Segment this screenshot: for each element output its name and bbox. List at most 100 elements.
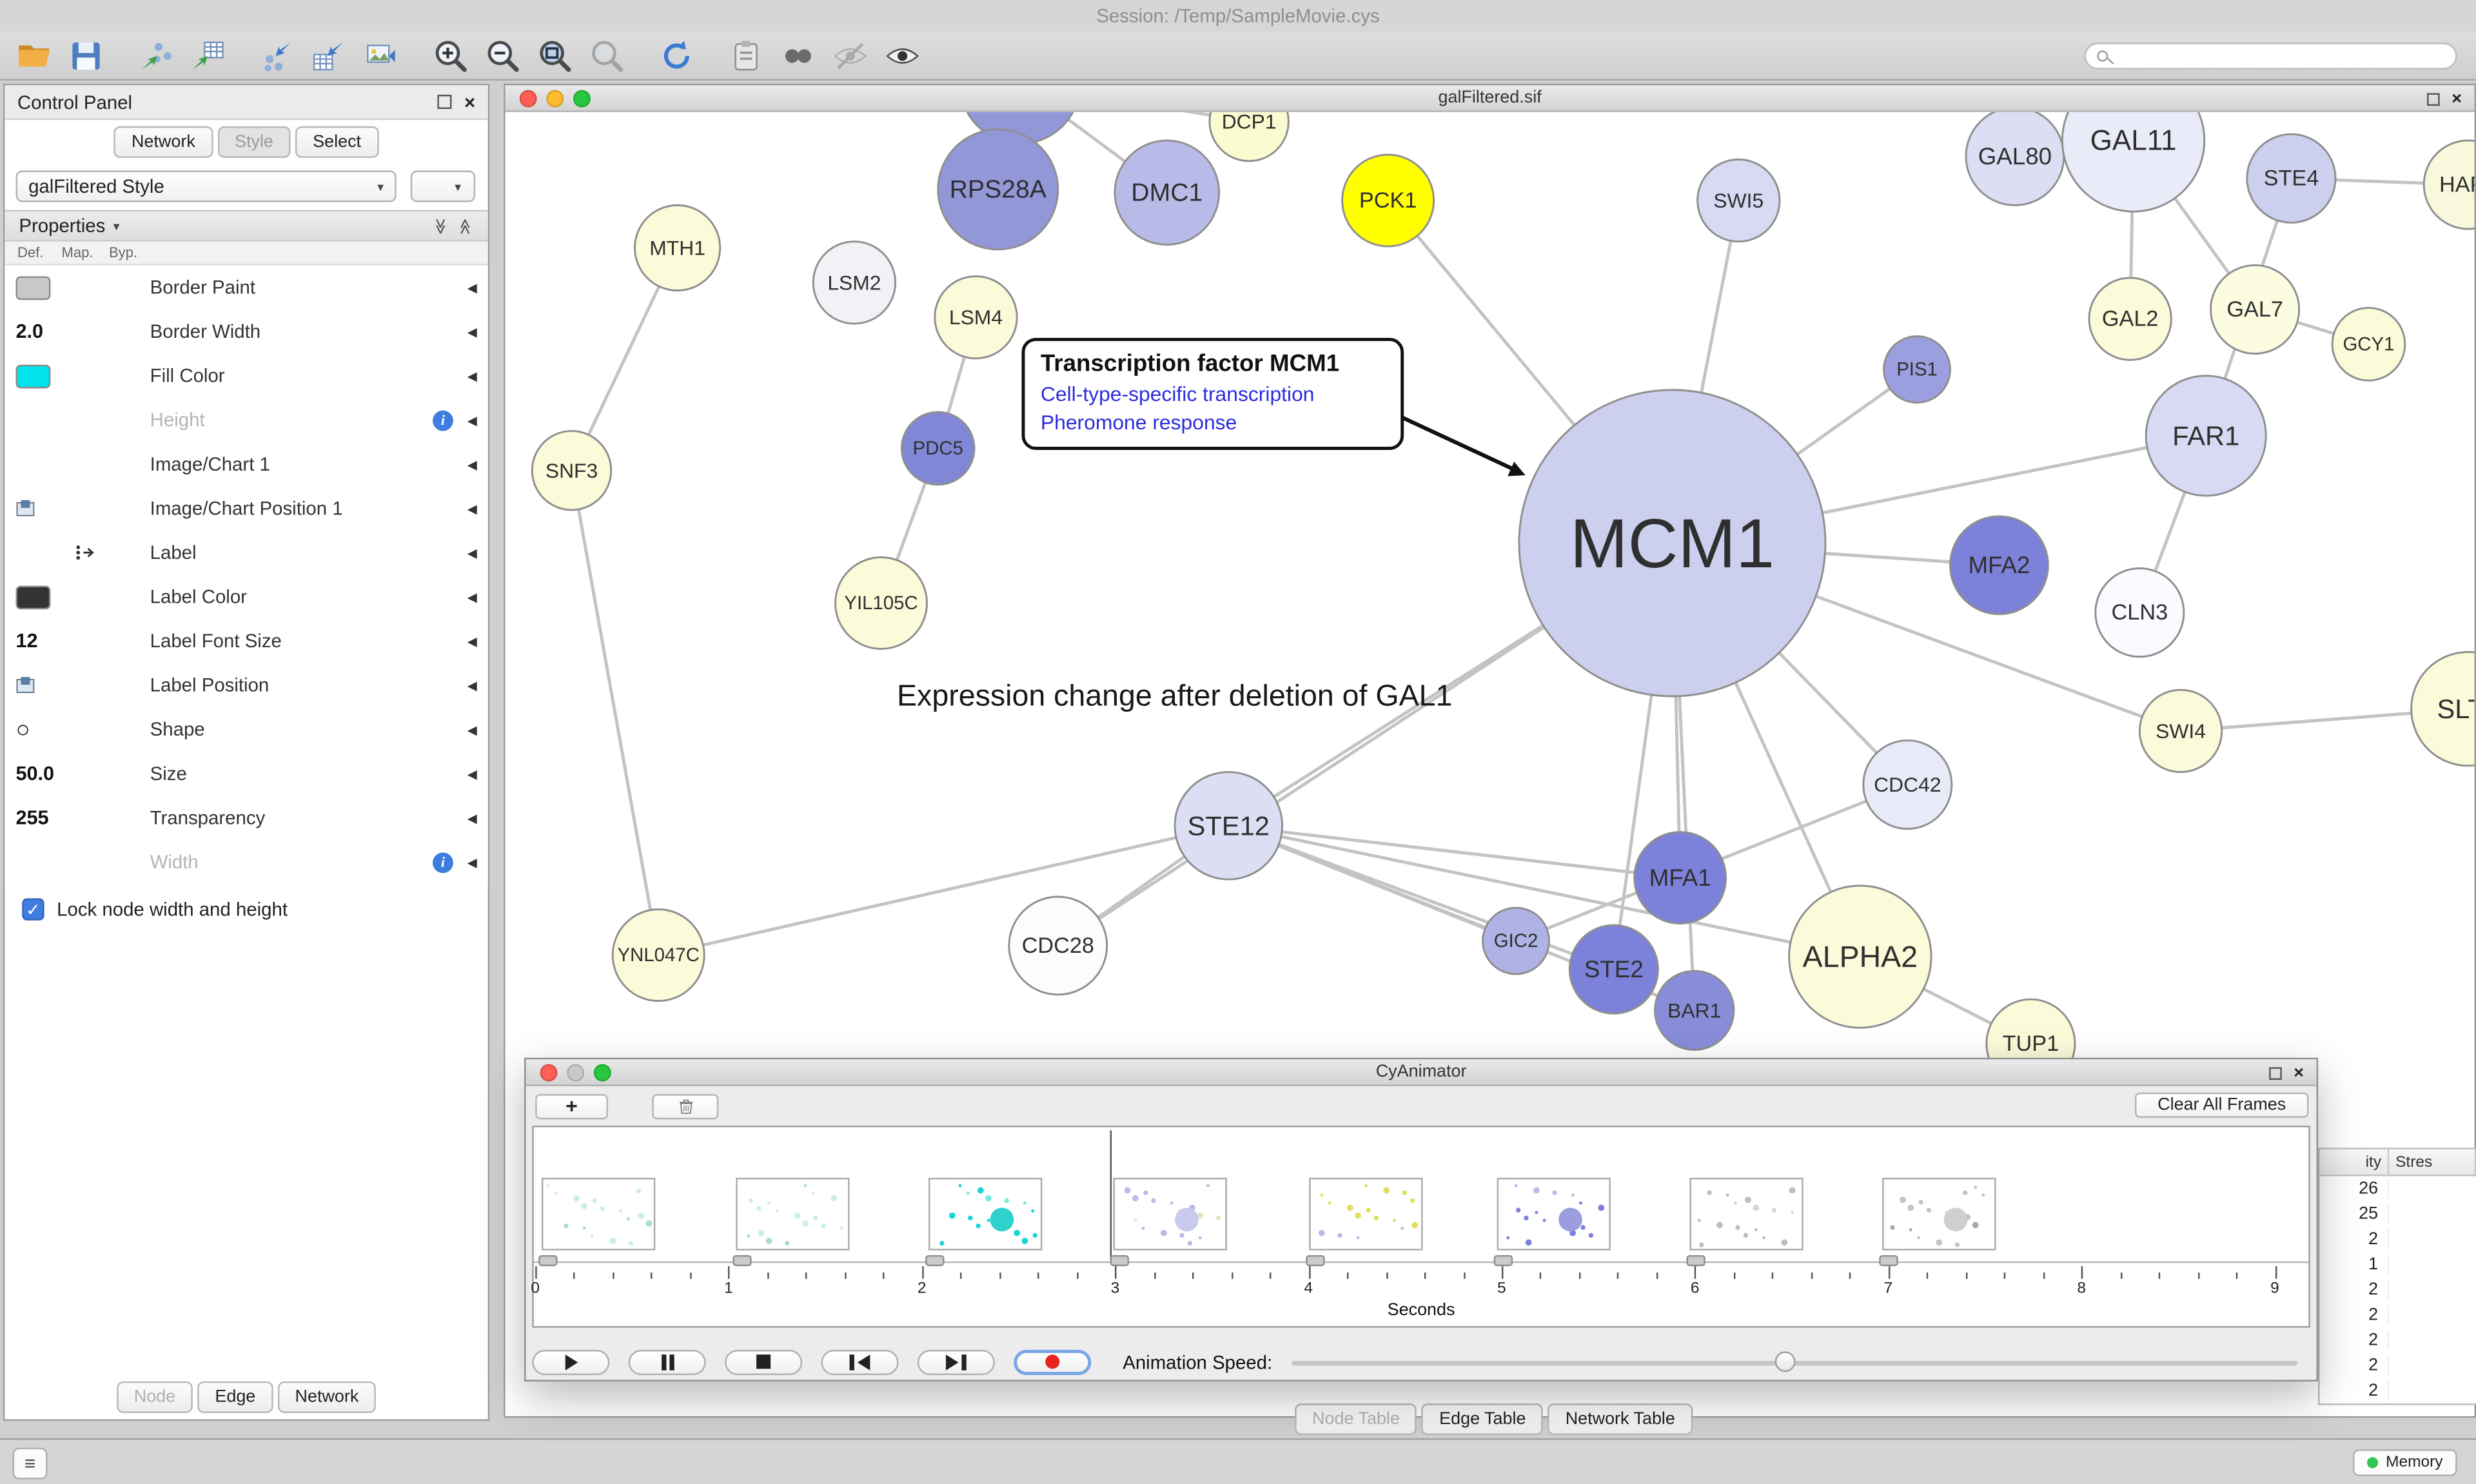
node-PDC5[interactable]	[900, 411, 976, 486]
export-network-icon[interactable]	[256, 35, 297, 76]
property-row-label[interactable]: Label◀	[5, 530, 488, 575]
node-SWI5[interactable]	[1696, 158, 1781, 243]
table-row[interactable]: 2	[2320, 1277, 2476, 1302]
expand-row-icon[interactable]: ◀	[467, 413, 477, 427]
node-MFA2[interactable]	[1949, 515, 2049, 616]
node-SWI4[interactable]	[2138, 688, 2223, 774]
first-frame-button[interactable]	[821, 1349, 899, 1374]
node-HAP4[interactable]	[2422, 139, 2475, 230]
import-table-icon[interactable]	[186, 35, 228, 76]
animation-speed-slider[interactable]	[1291, 1349, 2298, 1374]
panel-tab-node[interactable]: Node	[116, 1381, 193, 1413]
node-STE4[interactable]	[2246, 133, 2337, 224]
node-DMC1[interactable]	[1114, 139, 1221, 246]
expand-row-icon[interactable]: ◀	[467, 456, 477, 472]
node-FAR1[interactable]	[2145, 375, 2267, 497]
node-MCM1[interactable]	[1518, 389, 1827, 698]
frame-thumbnail-5[interactable]	[1309, 1177, 1423, 1251]
expand-row-icon[interactable]: ◀	[467, 545, 477, 560]
node-CDC28[interactable]	[1008, 895, 1108, 996]
tab-network[interactable]: Network	[114, 126, 213, 158]
zoom-out-icon[interactable]	[482, 35, 523, 76]
property-row-fill-color[interactable]: Fill Color◀	[5, 353, 488, 398]
color-swatch[interactable]	[15, 585, 51, 609]
frame-thumbnail-3[interactable]	[928, 1177, 1043, 1251]
table-row[interactable]: 26	[2320, 1176, 2476, 1201]
properties-header[interactable]: Properties ▾ ≫ ≫	[5, 210, 488, 242]
memory-button[interactable]: Memory	[2352, 1449, 2457, 1476]
frame-thumbnail-1[interactable]	[542, 1177, 656, 1251]
node-PCK1[interactable]	[1341, 153, 1435, 248]
annotation-link[interactable]: Pheromone response	[1040, 410, 1237, 434]
node-BAR1[interactable]	[1654, 970, 1735, 1051]
zoom-selected-icon[interactable]	[586, 35, 627, 76]
node-SLT2[interactable]	[2410, 650, 2475, 767]
frame-thumbnail-7[interactable]	[1689, 1177, 1803, 1251]
save-icon[interactable]	[64, 35, 106, 76]
expand-row-icon[interactable]: ◀	[467, 501, 477, 516]
last-frame-button[interactable]	[917, 1349, 995, 1374]
tab-style[interactable]: Style	[217, 126, 291, 158]
table-row[interactable]: 1	[2320, 1252, 2476, 1277]
property-row-image-chart-position-1[interactable]: Image/Chart Position 1◀	[5, 486, 488, 531]
node-GIC2[interactable]	[1482, 906, 1550, 975]
tab-node-table[interactable]: Node Table	[1295, 1403, 1417, 1436]
expand-row-icon[interactable]: ◀	[467, 280, 477, 295]
float-window-icon[interactable]	[2268, 1066, 2281, 1079]
node-RPS28A[interactable]	[937, 128, 1059, 251]
style-dropdown[interactable]: galFiltered Style ▾	[15, 170, 397, 202]
expand-row-icon[interactable]: ◀	[467, 324, 477, 339]
export-image-icon[interactable]	[360, 35, 401, 76]
frame-slider-handle[interactable]	[538, 1255, 558, 1267]
cyanimator-titlebar[interactable]: CyAnimator ×	[526, 1059, 2317, 1086]
import-network-icon[interactable]	[134, 35, 175, 76]
lock-size-checkbox[interactable]: ✓	[22, 898, 44, 921]
panel-tab-edge[interactable]: Edge	[197, 1381, 273, 1413]
node-MTH1[interactable]	[634, 204, 722, 292]
play-button[interactable]	[532, 1349, 610, 1374]
minimize-window-icon[interactable]	[567, 1064, 585, 1082]
close-panel-icon[interactable]: ×	[464, 90, 476, 113]
property-row-shape[interactable]: ○Shape◀	[5, 707, 488, 752]
info-icon[interactable]: i	[433, 409, 453, 431]
expand-row-icon[interactable]: ◀	[467, 589, 477, 604]
frame-thumbnail-6[interactable]	[1497, 1177, 1611, 1251]
property-row-image-chart-1[interactable]: Image/Chart 1◀	[5, 442, 488, 487]
node-YNL047C[interactable]	[611, 908, 705, 1002]
clear-all-frames-button[interactable]: Clear All Frames	[2135, 1092, 2309, 1118]
close-view-icon[interactable]: ×	[2294, 1063, 2304, 1082]
tab-select[interactable]: Select	[295, 126, 378, 158]
node-GCY1[interactable]	[2331, 307, 2406, 382]
zoom-window-icon[interactable]	[593, 1064, 611, 1082]
expand-row-icon[interactable]: ◀	[467, 722, 477, 737]
expand-all-icon[interactable]: ≫	[431, 217, 449, 235]
pause-button[interactable]	[628, 1349, 706, 1374]
close-view-icon[interactable]: ×	[2451, 89, 2462, 108]
node-LSM4[interactable]	[934, 275, 1018, 360]
tab-edge-table[interactable]: Edge Table	[1422, 1403, 1544, 1436]
table-header-ity[interactable]: ity	[2320, 1149, 2390, 1175]
node-CDC42[interactable]	[1862, 739, 1953, 830]
delete-frame-button[interactable]	[652, 1093, 719, 1119]
node-GAL2[interactable]	[2088, 277, 2172, 361]
table-row[interactable]: 25	[2320, 1202, 2476, 1227]
frame-thumbnail-4[interactable]	[1113, 1177, 1227, 1251]
stop-button[interactable]	[725, 1349, 803, 1374]
frame-slider-handle[interactable]	[1879, 1255, 1898, 1267]
node-PIS1[interactable]	[1883, 335, 1951, 404]
node-LSM2[interactable]	[812, 240, 897, 325]
property-row-label-position[interactable]: Label Position◀	[5, 663, 488, 708]
collapse-all-icon[interactable]: ≫	[457, 217, 475, 235]
annotation-link[interactable]: Cell-type-specific transcription	[1040, 382, 1315, 406]
tab-network-table[interactable]: Network Table	[1548, 1403, 1693, 1436]
table-row[interactable]: 2	[2320, 1378, 2476, 1403]
zoom-fit-icon[interactable]	[534, 35, 575, 76]
node-GAL11[interactable]	[2061, 112, 2206, 213]
frame-thumbnail-2[interactable]	[736, 1177, 850, 1251]
expand-row-icon[interactable]: ◀	[467, 766, 477, 781]
color-swatch[interactable]	[15, 275, 51, 300]
